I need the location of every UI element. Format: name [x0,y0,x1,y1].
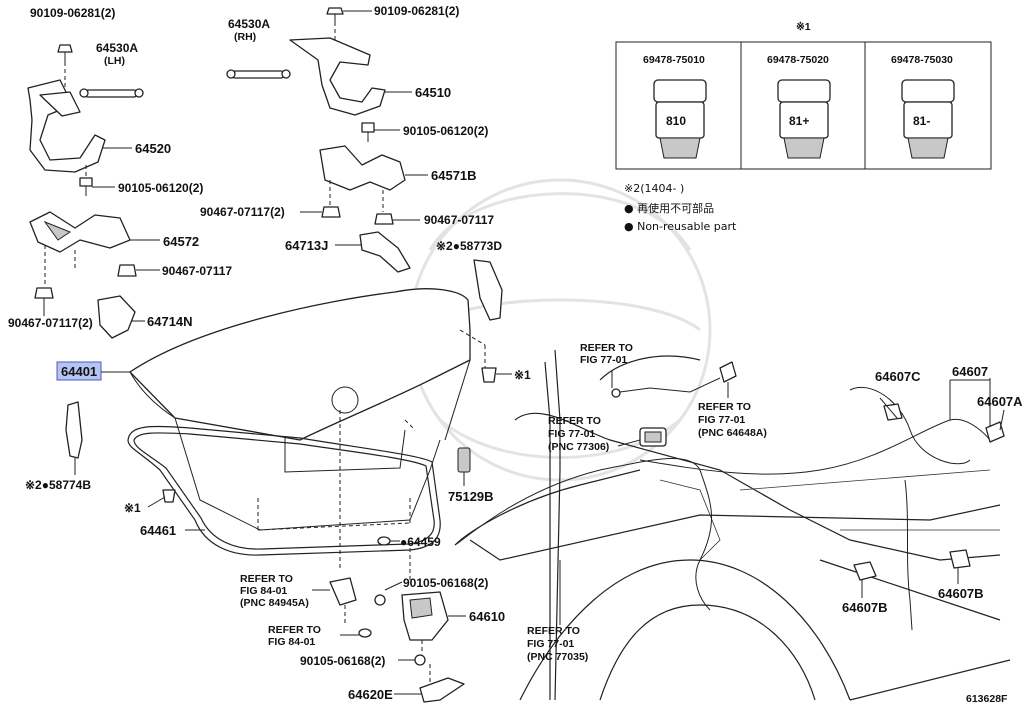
label-90105-06168-mid: 90105-06168(2) [403,576,488,590]
table-mark: ※1 [796,21,811,33]
label-mark1-left: ※1 [124,501,141,515]
refer-to-blocks: REFER TO FIG 77-01 REFER TO FIG 77-01 (P… [240,342,767,663]
refer-64648A-l1: REFER TO [698,401,751,413]
label-64610: 64610 [469,609,505,624]
refer-84945A-l2: FIG 84-01 [240,585,287,597]
label-90467-07117-left: 90467-07117 [162,264,232,278]
refer-77035-l1: REFER TO [527,625,580,637]
label-64607C: 64607C [875,369,921,384]
trunk-lid [129,288,486,570]
refer-77035-l3: (PNC 77035) [527,651,588,663]
refer-84945A-l1: REFER TO [240,573,293,585]
refer-64648A-l3: (PNC 64648A) [698,427,767,439]
refer-77-top-l1: REFER TO [580,342,633,354]
label-90109-top-mid: 90109-06281(2) [374,4,459,18]
note-line2: ● 再使用不可部品 [624,201,714,215]
figure-id: 613628F [966,693,1008,705]
label-rh: (RH) [234,31,256,43]
plug-810-code: 810 [666,114,686,128]
label-90467-07117-mid: 90467-07117 [424,213,494,227]
refer-77035-l2: FIG 77-01 [527,638,574,650]
label-64620E: 64620E [348,687,393,702]
refer-84-l2: FIG 84-01 [268,636,315,648]
refer-77-top-l2: FIG 77-01 [580,354,627,366]
label-64713J: 64713J [285,238,328,253]
weatherstrip [127,425,441,556]
label-90105-06120-left: 90105-06120(2) [118,181,203,195]
label-mark1-right: ※1 [514,368,531,382]
label-64530A-rh: 64530A [228,17,270,31]
label-90467-07117-2-mid: 90467-07117(2) [200,205,285,219]
label-58773D: ※2●58773D [436,239,502,253]
label-64607: 64607 [952,364,988,379]
table-col3-part: 69478-75030 [891,54,953,66]
plug-81minus-code: 81- [913,114,930,128]
refer-77306-l1: REFER TO [548,415,601,427]
table-col1-part: 69478-75010 [643,54,705,66]
label-90105-06168-left: 90105-06168(2) [300,654,385,668]
label-64401: 64401 [61,364,97,379]
label-90109-top-left: 90109-06281(2) [30,6,115,20]
lid-small-parts [65,367,512,580]
car-body-outline [454,349,1011,701]
plug-81minus: 81- [901,79,955,159]
plug-81plus-code: 81+ [789,114,809,128]
label-64572: 64572 [163,234,199,249]
label-64510: 64510 [415,85,451,100]
plug-81plus: 81+ [777,79,831,159]
label-90105-06120-mid: 90105-06120(2) [403,124,488,138]
label-64607A: 64607A [977,394,1023,409]
refer-84-l1: REFER TO [268,624,321,636]
table-col2-part: 69478-75020 [767,54,829,66]
hinge-group-right [226,7,503,321]
refer-84945A-l3: (PNC 84945A) [240,597,309,609]
legend-notes: ※2(1404- ) ● 再使用不可部品 ● Non-reusable part [624,182,737,233]
wire-harness [454,361,1005,631]
label-64571B: 64571B [431,168,477,183]
label-64520: 64520 [135,141,171,156]
refer-77306-l2: FIG 77-01 [548,428,595,440]
lock-assembly [312,577,466,703]
label-64714N: 64714N [147,314,193,329]
refer-64648A-l2: FIG 77-01 [698,414,745,426]
label-64530A-lh: 64530A [96,41,138,55]
label-64459: ●64459 [400,535,441,549]
refer-77306-l3: (PNC 77306) [548,441,609,453]
note-line3: ● Non-reusable part [624,220,737,233]
label-64607B-left: 64607B [842,600,888,615]
label-90467-07117-2-left: 90467-07117(2) [8,316,93,330]
plug-810: 810 [653,79,707,159]
part-labels: 90109-06281(2) 64530A (LH) 64530A (RH) 9… [8,4,1023,705]
label-64607B-right: 64607B [938,586,984,601]
reusable-code-table: ※1 69478-75010 69478-75020 69478-75030 8… [615,21,992,170]
label-64401-highlight [56,361,102,381]
label-lh: (LH) [104,55,125,67]
hinge-group-left [27,44,160,339]
label-58774B: ※2●58774B [25,478,91,492]
label-64461: 64461 [140,523,176,538]
label-75129B: 75129B [448,489,494,504]
note-line1: ※2(1404- ) [624,182,684,195]
